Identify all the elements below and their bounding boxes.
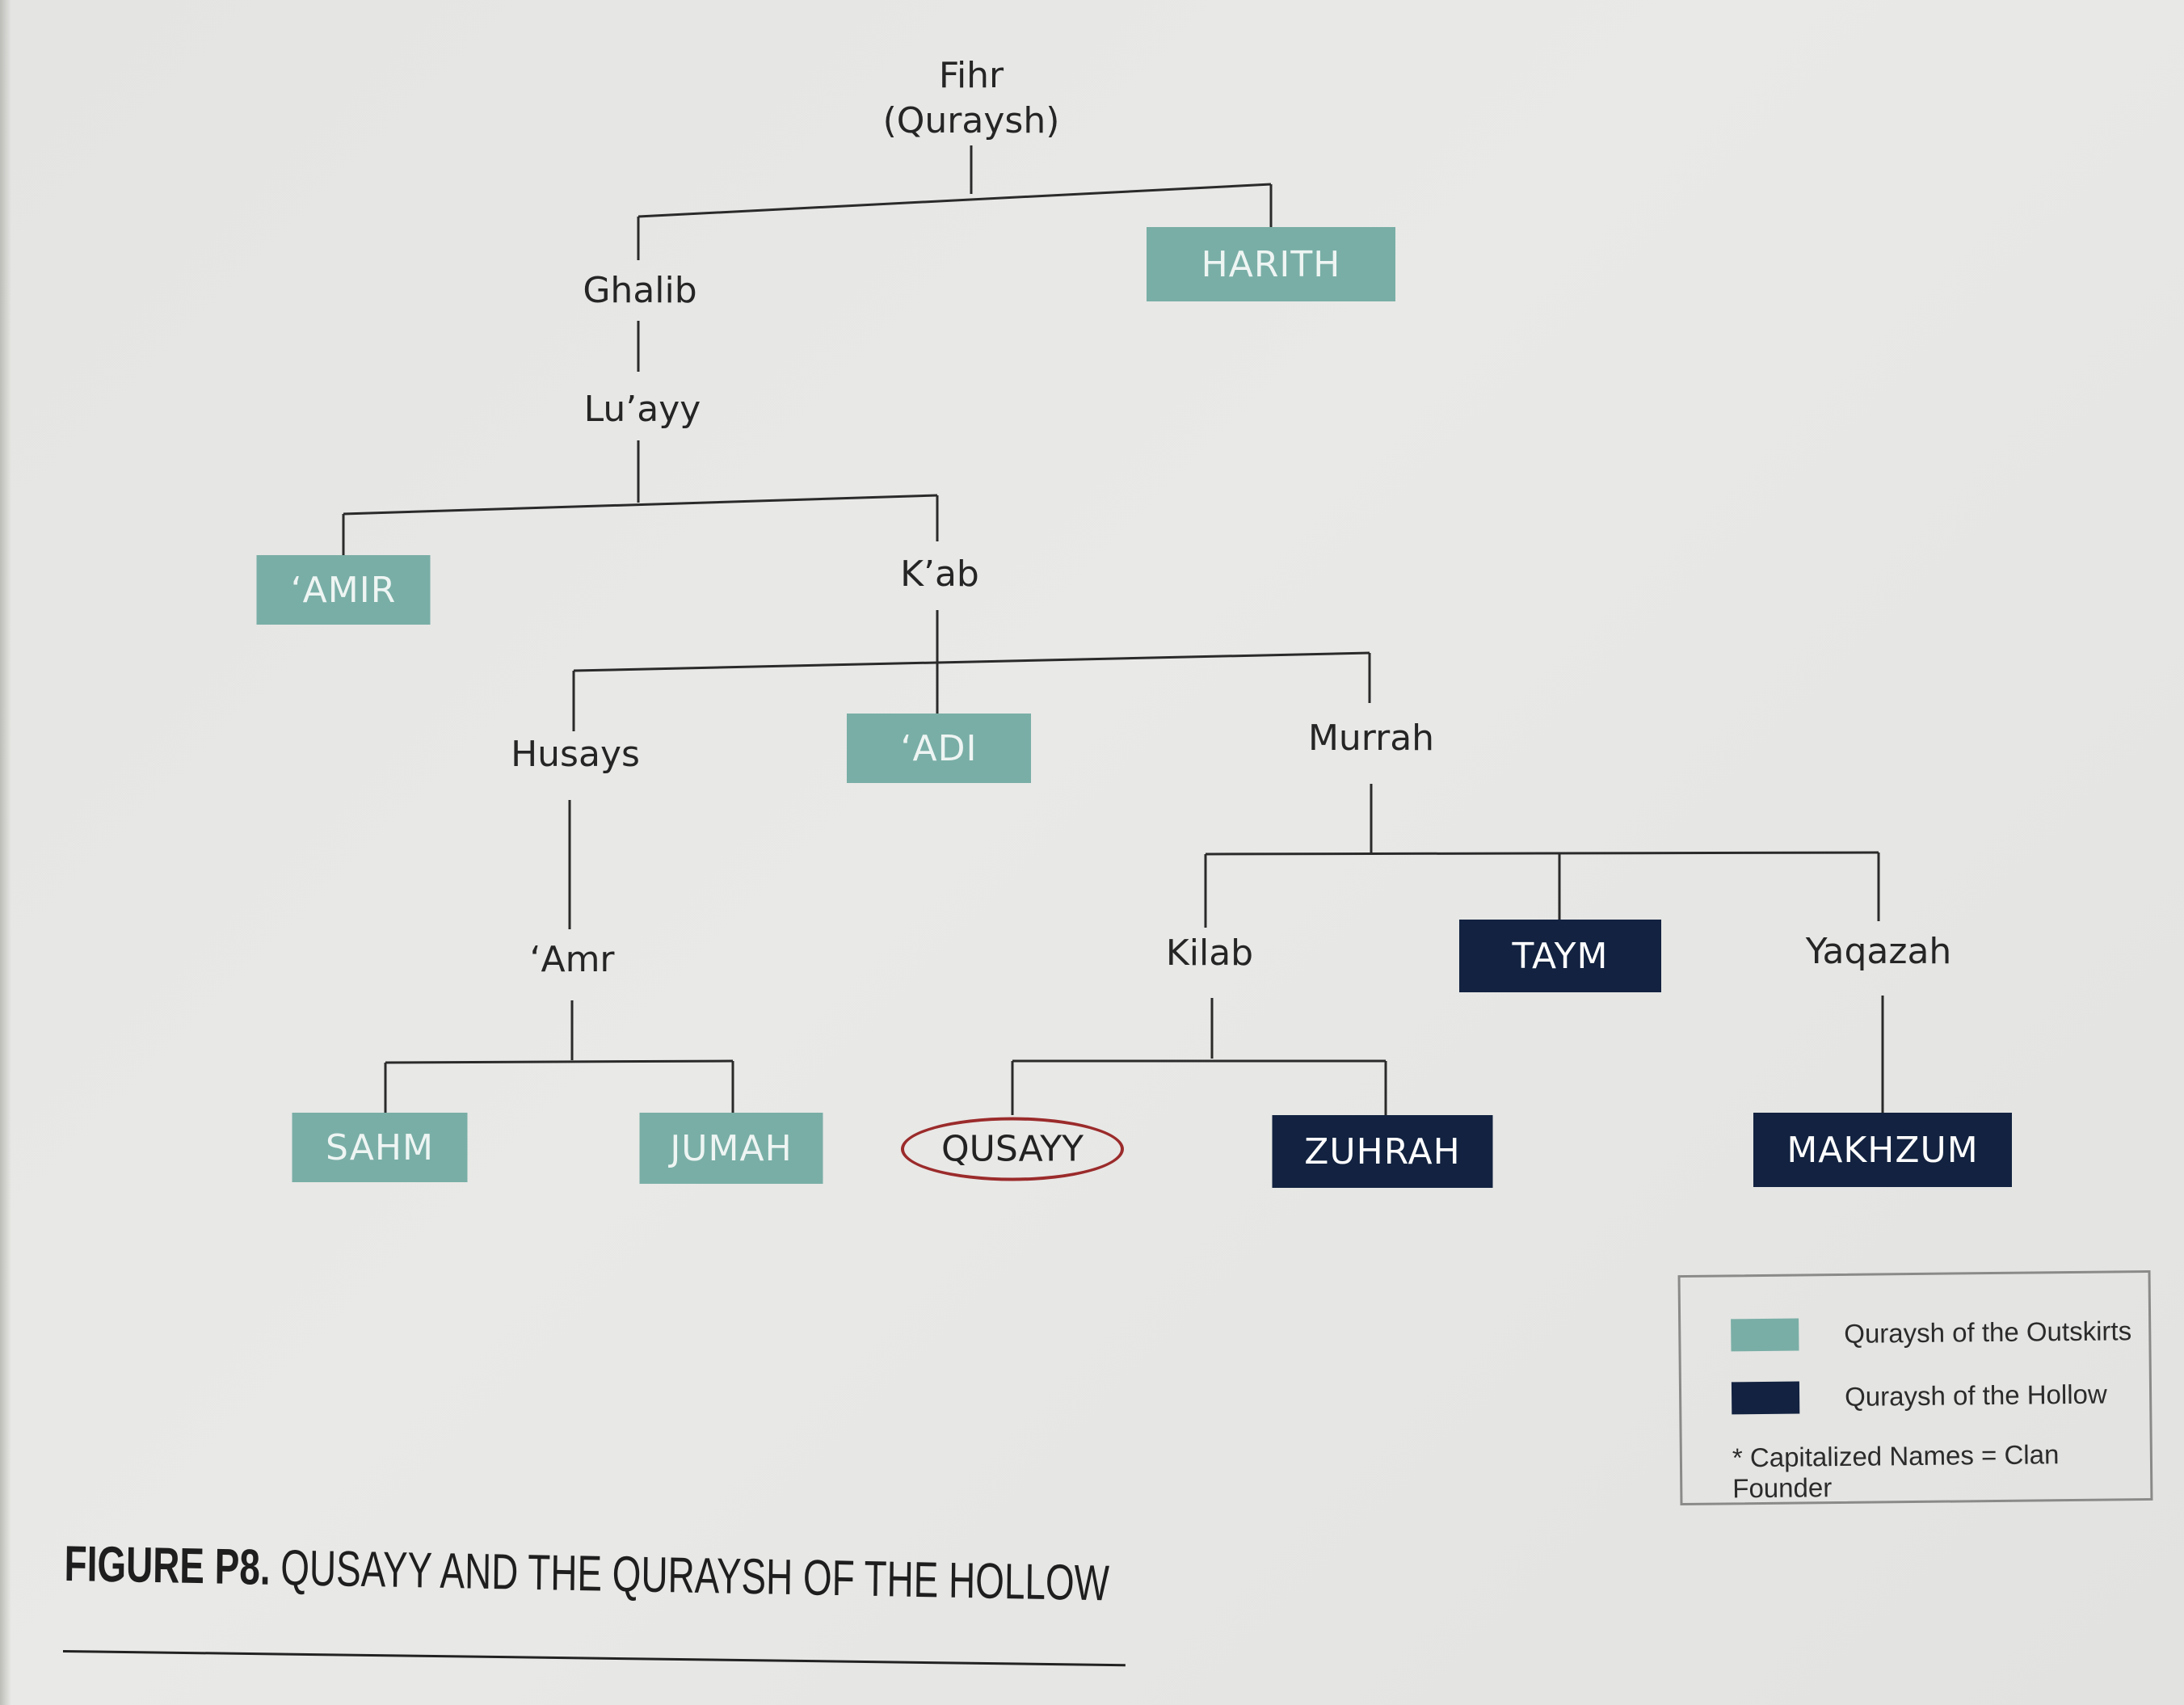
- clan-box-makhzum: MAKHZUM: [1753, 1113, 2012, 1187]
- clan-box-adi: ‘ADI: [847, 714, 1031, 783]
- clan-box-sahm: SAHM: [292, 1113, 468, 1182]
- node-fihr: Fihr (Quraysh): [883, 53, 1060, 144]
- qusayy-highlight-circle: QUSAYY: [900, 1117, 1125, 1181]
- figure-label: FIGURE P8.: [64, 1535, 271, 1596]
- legend-row-hollow: Quraysh of the Hollow: [1731, 1379, 2107, 1415]
- node-kab: K’ab: [900, 554, 979, 595]
- node-kilab: Kilab: [1165, 932, 1254, 974]
- connector-line: [343, 494, 938, 516]
- connector-line: [385, 1059, 734, 1064]
- connector-line: [638, 183, 1272, 218]
- clan-box-taym: TAYM: [1459, 920, 1661, 992]
- connector-line: [573, 651, 1370, 672]
- clan-box-amir: ‘AMIR: [256, 555, 431, 625]
- clan-box-zuhrah: ZUHRAH: [1272, 1115, 1493, 1188]
- node-ghalib: Ghalib: [583, 270, 697, 311]
- node-murrah: Murrah: [1307, 718, 1435, 759]
- legend: Quraysh of the Outskirts Quraysh of the …: [1677, 1269, 2153, 1506]
- hollow-swatch: [1731, 1381, 1800, 1415]
- fihr-name: Fihr: [938, 55, 1004, 96]
- node-husays: Husays: [511, 734, 640, 775]
- clan-box-jumah: JUMAH: [639, 1113, 823, 1184]
- legend-row-outskirts: Quraysh of the Outskirts: [1731, 1315, 2132, 1352]
- outskirts-swatch: [1731, 1318, 1799, 1352]
- connector-line: [1205, 851, 1879, 856]
- node-luayy: Lu’ayy: [583, 389, 701, 430]
- node-yaqazah: Yaqazah: [1805, 931, 1952, 972]
- clan-box-harith: HARITH: [1147, 227, 1395, 301]
- legend-note: * Capitalized Names = Clan Founder: [1732, 1439, 2060, 1504]
- legend-label-hollow: Quraysh of the Hollow: [1844, 1379, 2107, 1412]
- node-amr: ‘Amr: [529, 939, 615, 980]
- legend-label-outskirts: Quraysh of the Outskirts: [1844, 1316, 2132, 1349]
- fihr-alias: (Quraysh): [882, 100, 1060, 141]
- page-edge-shadow: [0, 0, 11, 1705]
